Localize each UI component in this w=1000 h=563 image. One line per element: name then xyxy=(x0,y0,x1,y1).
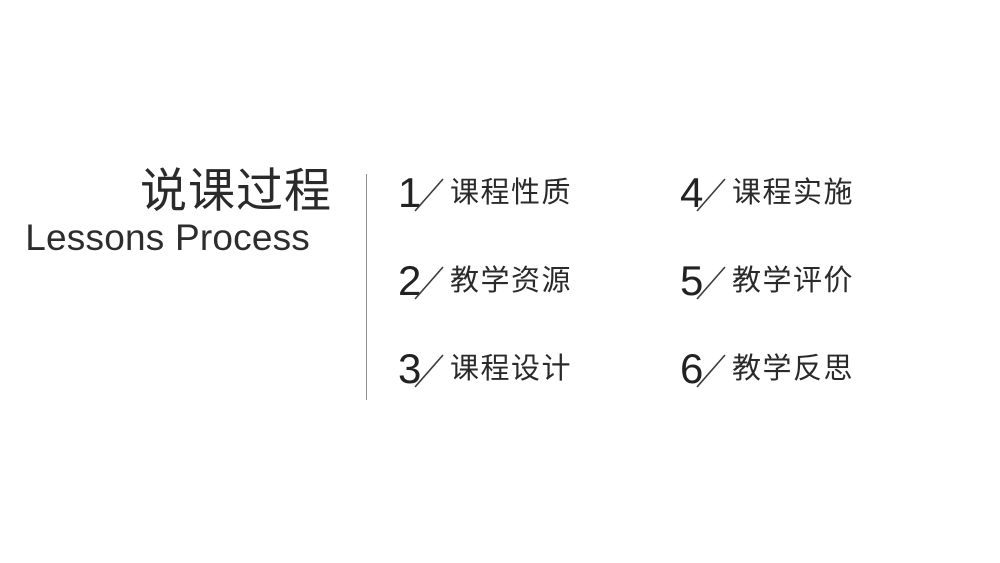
heading-block: 说课过程 Lessons Process xyxy=(0,164,334,259)
agenda-item[interactable]: 4 课程实施 xyxy=(680,170,854,258)
agenda-item[interactable]: 1 课程性质 xyxy=(398,170,572,258)
agenda-item[interactable]: 3 课程设计 xyxy=(398,346,572,434)
slash-icon xyxy=(696,266,726,300)
agenda-item-number: 4 xyxy=(680,169,704,216)
agenda-item-label: 课程设计 xyxy=(450,353,573,385)
agenda-column-right: 4 课程实施 5 教学评价 6 xyxy=(680,170,854,434)
agenda-item-label: 课程实施 xyxy=(732,177,855,209)
agenda-item[interactable]: 6 教学反思 xyxy=(680,346,854,434)
slash-icon xyxy=(414,266,444,300)
slash-icon xyxy=(696,178,726,212)
agenda-item-label: 教学反思 xyxy=(732,353,855,385)
slash-icon xyxy=(696,354,726,388)
agenda-item-number-wrap: 6 xyxy=(680,346,726,394)
agenda-item-number-wrap: 5 xyxy=(680,258,726,306)
agenda-item[interactable]: 5 教学评价 xyxy=(680,258,854,346)
agenda-item-number: 1 xyxy=(398,169,422,216)
agenda-item-number-wrap: 4 xyxy=(680,170,726,218)
page-title-en: Lessons Process xyxy=(25,216,310,258)
agenda-item-label: 课程性质 xyxy=(450,177,573,209)
agenda-item-label: 教学评价 xyxy=(732,265,855,297)
vertical-divider xyxy=(366,174,367,400)
agenda-item[interactable]: 2 教学资源 xyxy=(398,258,572,346)
agenda-item-label: 教学资源 xyxy=(450,265,573,297)
agenda-item-number: 5 xyxy=(680,257,704,304)
slash-icon xyxy=(414,178,444,212)
slash-icon xyxy=(414,354,444,388)
agenda-item-number-wrap: 3 xyxy=(398,346,444,394)
agenda-item-number-wrap: 1 xyxy=(398,170,444,218)
agenda-item-number-wrap: 2 xyxy=(398,258,444,306)
page-title-cn: 说课过程 xyxy=(140,164,332,217)
agenda-item-number: 3 xyxy=(398,345,422,392)
agenda-column-left: 1 课程性质 2 教学资源 3 xyxy=(398,170,572,434)
agenda-item-number: 2 xyxy=(398,257,422,304)
agenda-item-number: 6 xyxy=(680,345,704,392)
